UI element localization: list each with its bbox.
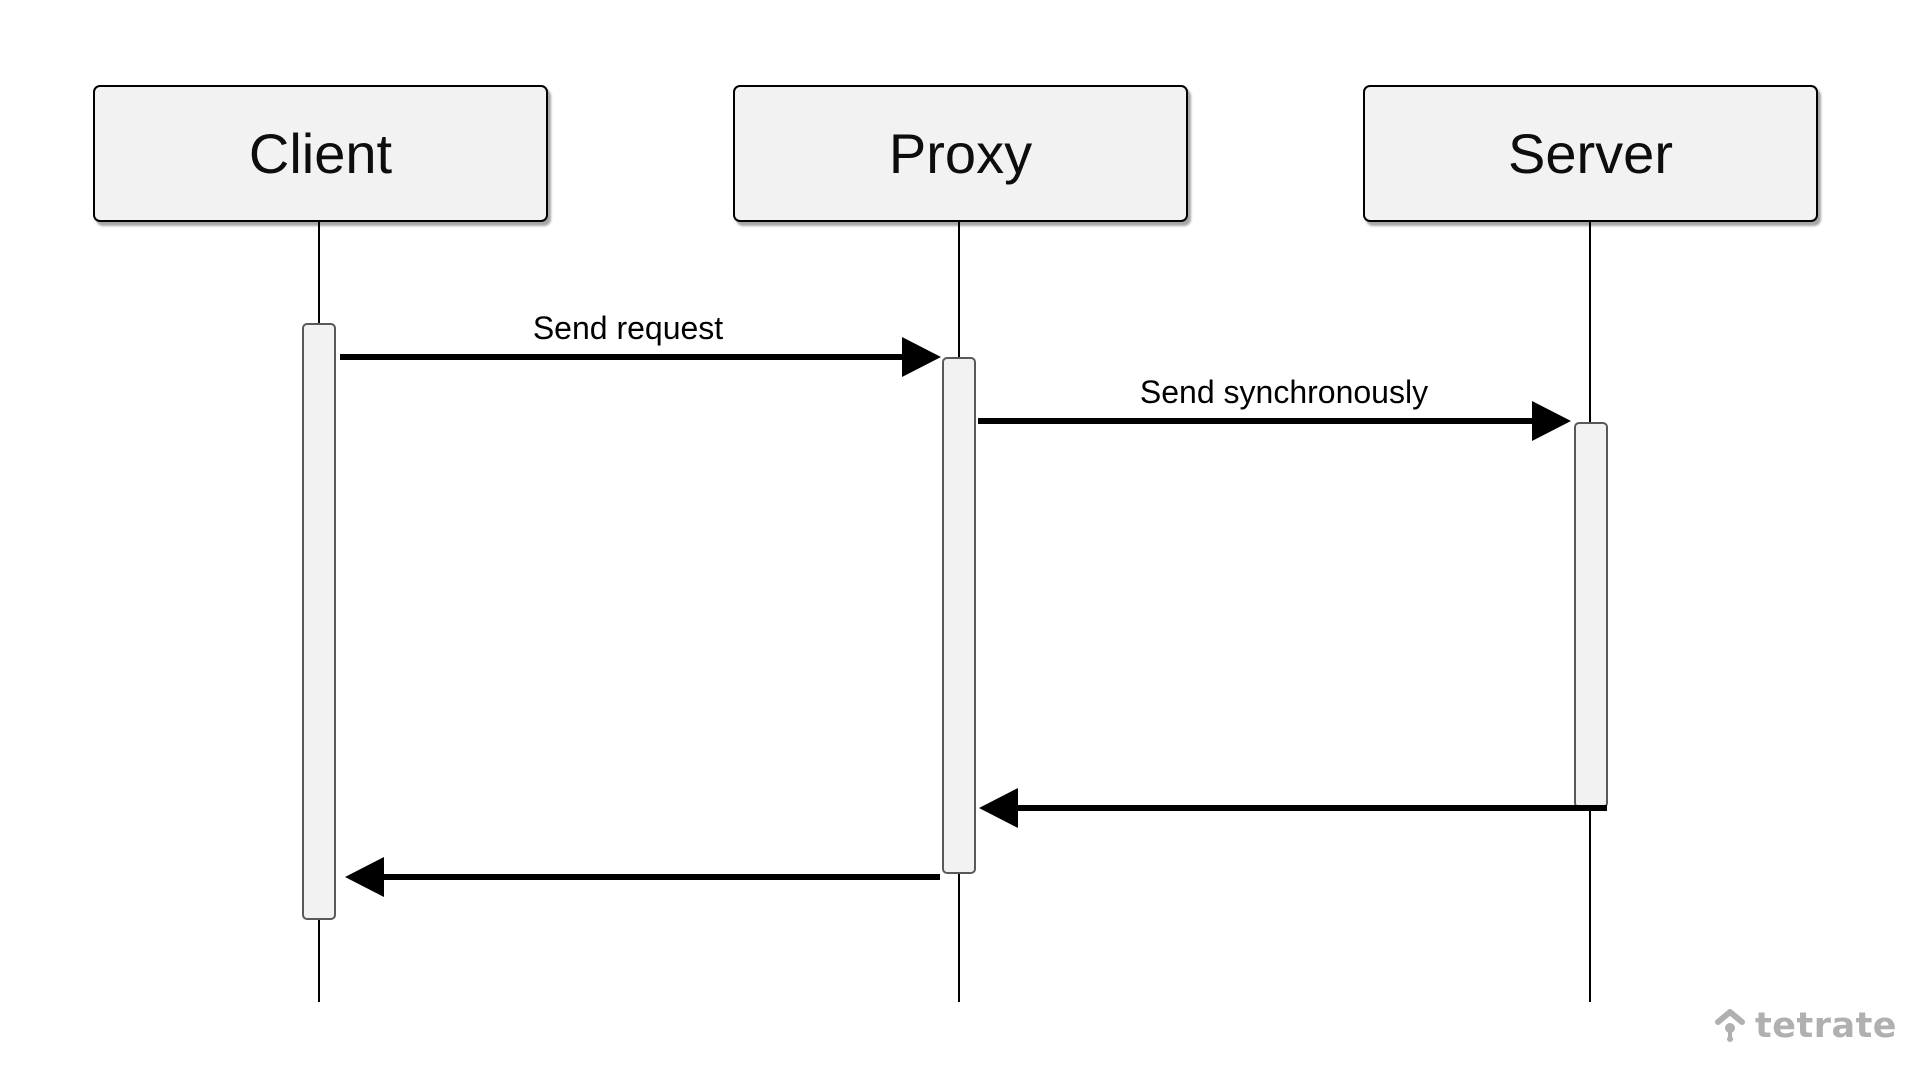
- arrow-server-to-proxy-return: [979, 788, 1607, 828]
- activation-bar-client: [302, 323, 336, 920]
- arrow-proxy-to-client-return: [345, 857, 940, 897]
- actor-box-client: Client: [93, 85, 548, 222]
- message-label-send-request: Send request: [532, 310, 724, 346]
- activation-bar-proxy: [942, 357, 976, 874]
- tetrate-logo-text: tetrate: [1755, 1006, 1898, 1046]
- actor-label-client: Client: [248, 122, 393, 185]
- actor-label-proxy: Proxy: [888, 122, 1033, 185]
- message-label-send-synchronously: Send synchronously: [1139, 374, 1429, 410]
- actor-box-server: Server: [1363, 85, 1818, 222]
- activation-bar-server: [1574, 422, 1608, 808]
- arrow-client-to-proxy: [340, 337, 941, 377]
- tetrate-watermark: tetrate: [1714, 1006, 1897, 1046]
- arrow-proxy-to-server: [978, 401, 1571, 441]
- actor-label-server: Server: [1508, 122, 1673, 185]
- actor-box-proxy: Proxy: [733, 85, 1188, 222]
- tetrate-logo-icon: [1714, 1007, 1746, 1045]
